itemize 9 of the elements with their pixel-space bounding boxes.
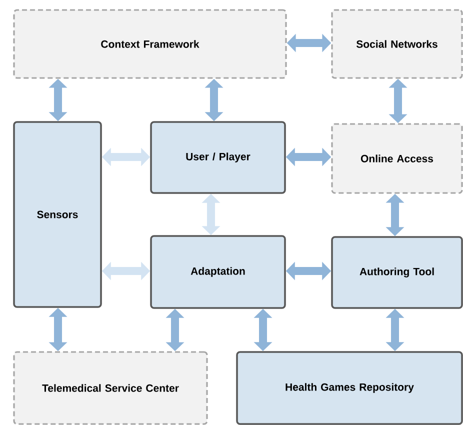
process-box: Adaptation [150,235,286,309]
process-box: Health Games Repository [236,351,463,425]
dashed-box: Online Access [331,123,463,194]
dashed-box: Context Framework [13,9,287,79]
process-box: Authoring Tool [331,236,463,309]
process-box: User / Player [150,121,286,194]
dashed-box: Social Networks [331,9,463,79]
dashed-box: Telemedical Service Center [13,351,208,425]
process-box: Sensors [13,121,102,308]
